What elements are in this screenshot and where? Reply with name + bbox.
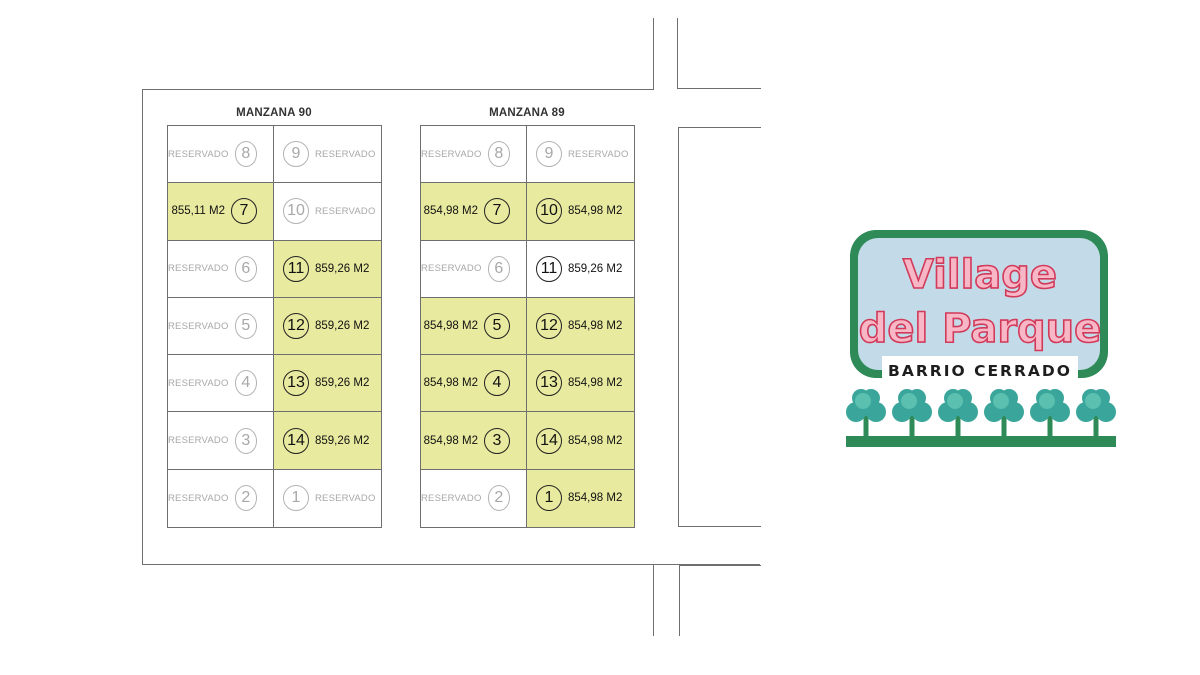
tree-icon (1030, 389, 1070, 438)
lot-area: 854,98 M2 (423, 434, 478, 447)
lot-area: 854,98 M2 (568, 434, 623, 447)
lot-4[interactable]: RESERVADO 4 (168, 355, 274, 413)
lot-area: 855,11 M2 (171, 205, 226, 218)
lot-number: 3 (484, 427, 510, 454)
lot-status: RESERVADO (421, 263, 482, 275)
lot-14[interactable]: 14 854,98 M2 (527, 412, 634, 470)
lot-area: 859,26 M2 (315, 320, 370, 333)
lot-number: 12 (536, 313, 562, 340)
lot-area: 854,98 M2 (423, 377, 478, 390)
lot-number: 2 (487, 485, 510, 512)
tree-icon (938, 389, 978, 438)
logo-subtitle: BARRIO CERRADO (888, 362, 1072, 380)
lot-2[interactable]: RESERVADO 2 (168, 469, 274, 528)
lot-3[interactable]: 854,98 M2 3 (421, 412, 527, 470)
lot-8[interactable]: RESERVADO 8 (421, 126, 527, 184)
lot-number: 8 (487, 141, 510, 168)
lot-3[interactable]: RESERVADO 3 (168, 412, 274, 470)
lot-area: 854,98 M2 (568, 320, 623, 333)
lot-status: RESERVADO (168, 492, 229, 504)
lot-area: 859,26 M2 (568, 262, 623, 275)
lot-number: 4 (484, 370, 510, 397)
lot-area: 854,98 M2 (568, 205, 623, 218)
lot-status: RESERVADO (168, 377, 229, 389)
lot-area: 854,98 M2 (568, 492, 623, 505)
lot-7[interactable]: 855,11 M2 7 (168, 183, 274, 241)
lot-number: 11 (536, 255, 562, 282)
lot-number: 9 (536, 141, 562, 168)
lot-1[interactable]: 1 RESERVADO (274, 470, 381, 527)
lot-1[interactable]: 1 854,98 M2 (527, 469, 634, 528)
village-del-parque-logo: Village del Parque BARRIO CERRADO (846, 230, 1116, 447)
tree-icon (846, 389, 886, 438)
block-title-manzana-89: MANZANA 89 (489, 107, 565, 119)
block-title-manzana-90: MANZANA 90 (236, 107, 312, 119)
lot-number: 2 (234, 485, 257, 512)
logo-line1: Village (903, 252, 1057, 298)
lot-number: 6 (234, 255, 257, 282)
lot-10[interactable]: 10 854,98 M2 (527, 183, 634, 241)
trees-illustration (846, 389, 1116, 438)
lot-status: RESERVADO (421, 148, 482, 160)
lot-4[interactable]: 854,98 M2 4 (421, 355, 527, 413)
lot-status: RESERVADO (421, 492, 482, 504)
lot-number: 8 (234, 141, 257, 168)
lot-area: 859,26 M2 (315, 262, 370, 275)
lot-area: 854,98 M2 (423, 205, 478, 218)
lot-6[interactable]: RESERVADO 6 (421, 240, 527, 298)
lot-11[interactable]: 11 859,26 M2 (527, 240, 634, 298)
lot-number: 7 (484, 198, 510, 225)
lot-area: 854,98 M2 (568, 377, 623, 390)
lot-area: 859,26 M2 (315, 377, 370, 390)
lot-2[interactable]: RESERVADO 2 (421, 469, 527, 528)
lot-number: 9 (283, 141, 309, 168)
lot-number: 14 (536, 427, 562, 454)
lot-area: 859,26 M2 (315, 434, 370, 447)
lot-5[interactable]: 854,98 M2 5 (421, 297, 527, 356)
lot-8[interactable]: RESERVADO 8 (168, 126, 274, 184)
logo-line2: del Parque (859, 306, 1102, 352)
lot-status: RESERVADO (568, 148, 629, 160)
lot-status: RESERVADO (315, 148, 376, 160)
lot-number: 1 (283, 485, 309, 512)
lot-number: 11 (283, 255, 309, 282)
lot-10[interactable]: 10 RESERVADO (274, 183, 381, 241)
lot-13[interactable]: 13 854,98 M2 (527, 355, 634, 413)
lot-status: RESERVADO (168, 148, 229, 160)
lot-number: 4 (234, 370, 257, 397)
lot-status: RESERVADO (315, 205, 376, 217)
lot-number: 14 (283, 427, 309, 454)
lot-number: 7 (231, 198, 257, 225)
lot-12[interactable]: 12 859,26 M2 (274, 297, 381, 356)
lot-status: RESERVADO (168, 263, 229, 275)
lot-status: RESERVADO (168, 435, 229, 447)
lot-number: 13 (536, 370, 562, 397)
lot-number: 1 (536, 485, 562, 512)
lot-9[interactable]: 9 RESERVADO (274, 126, 381, 184)
lot-number: 6 (487, 255, 510, 282)
lot-number: 3 (234, 427, 257, 454)
lot-number: 5 (484, 313, 510, 340)
lot-status: RESERVADO (168, 320, 229, 332)
tree-icon (984, 389, 1024, 438)
tree-icon (892, 389, 932, 438)
lot-number: 13 (283, 370, 309, 397)
lot-status: RESERVADO (315, 492, 376, 504)
lot-number: 5 (234, 313, 257, 340)
lot-11[interactable]: 11 859,26 M2 (274, 240, 381, 298)
lot-7[interactable]: 854,98 M2 7 (421, 183, 527, 241)
lot-13[interactable]: 13 859,26 M2 (274, 355, 381, 413)
lot-number: 10 (536, 198, 562, 225)
lot-14[interactable]: 14 859,26 M2 (274, 412, 381, 470)
lot-area: 854,98 M2 (423, 320, 478, 333)
tree-icon (1076, 389, 1116, 438)
lot-5[interactable]: RESERVADO 5 (168, 297, 274, 356)
lot-6[interactable]: RESERVADO 6 (168, 240, 274, 298)
lot-12[interactable]: 12 854,98 M2 (527, 297, 634, 356)
lot-number: 12 (283, 313, 309, 340)
lot-9[interactable]: 9 RESERVADO (527, 126, 634, 184)
lot-number: 10 (283, 198, 309, 225)
